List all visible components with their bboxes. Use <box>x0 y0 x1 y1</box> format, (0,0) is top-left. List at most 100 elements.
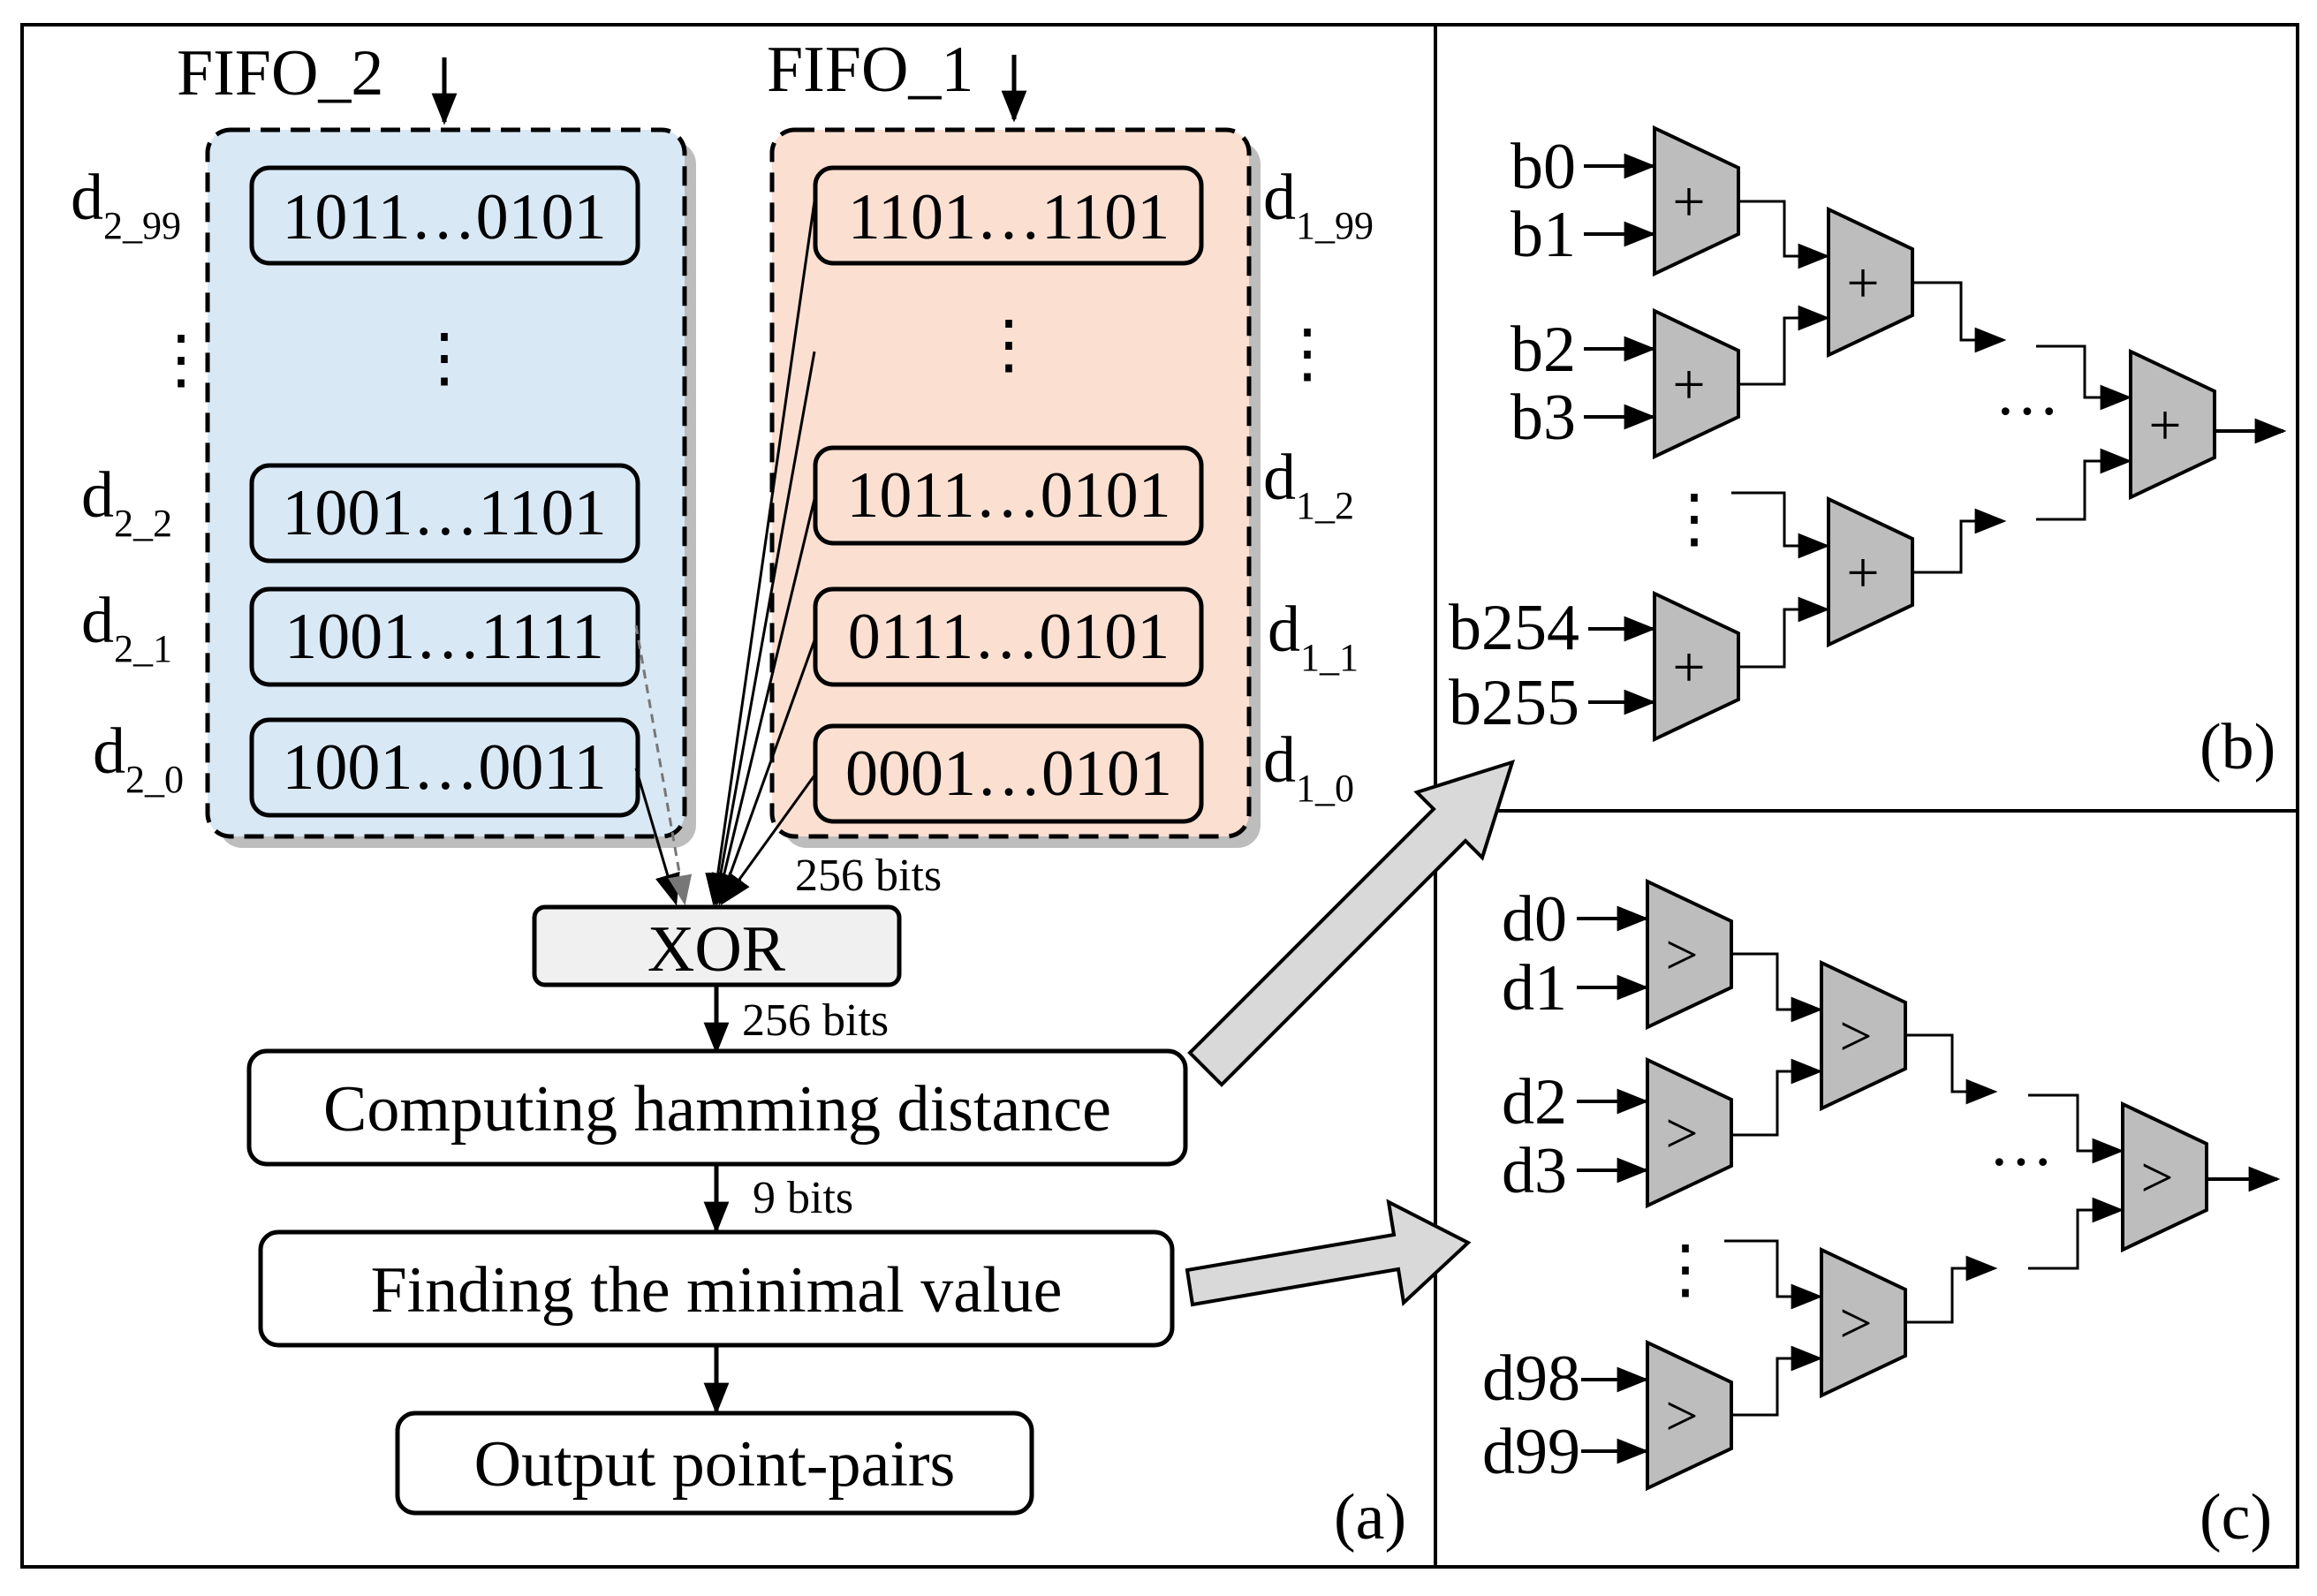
fifo1-row-label: d1_0 <box>1263 724 1354 810</box>
fifo1-cell <box>813 445 1204 546</box>
adder-input-label: b0 <box>1511 131 1576 203</box>
panel-c: > > > > > > d0 d1 d2 d3 d98 d9 <box>1482 878 2281 1554</box>
comparator-vdots: ⋮ <box>1653 1234 1718 1306</box>
adder-input-label: b254 <box>1449 592 1579 664</box>
fifo2-row-label: d2_99 <box>71 162 181 247</box>
comparator-input-label: d2 <box>1502 1066 1567 1138</box>
panel-c-label: (c) <box>2200 1481 2272 1554</box>
adder-input-label: b3 <box>1511 382 1576 454</box>
adder-op-label: + <box>2148 393 2181 458</box>
fifo1-cell <box>813 165 1204 266</box>
fifo2-row: 1001…1111 d2_1 <box>81 585 640 687</box>
fifo1-cell <box>813 586 1204 687</box>
hamming-to-b-callout-arrow <box>1187 759 1516 1087</box>
adder-wiring <box>1731 200 2287 669</box>
comparator-op-label: > <box>1839 1004 1872 1069</box>
adder-unit: + <box>1827 206 1914 359</box>
fifo1-cell-value: 0111…0101 <box>848 601 1170 673</box>
fifo2-row: 1001…0011 d2_0 <box>93 715 640 818</box>
fifo2-row-label: d2_1 <box>81 585 172 670</box>
panel-b-label: (b) <box>2200 711 2275 783</box>
fifo2-label-ellipsis: ⋮ <box>148 324 214 397</box>
output-label: Output point-pairs <box>474 1428 956 1501</box>
fifo-to-xor-lines <box>634 200 816 906</box>
comparator-wiring <box>1724 952 2281 1417</box>
fifo1-cell <box>813 723 1204 824</box>
fifo1-row: 1101…1101 d1_99 <box>813 162 1374 266</box>
fifo1-row: 1011…0101 d1_2 <box>813 442 1354 546</box>
comparator-unit: > <box>2121 1101 2208 1253</box>
comparator-op-label: > <box>1665 923 1698 987</box>
minimal-box <box>258 1229 1175 1348</box>
comparator-unit: > <box>1646 1056 1733 1209</box>
comparator-dots: ··· <box>1988 1126 2054 1199</box>
adder-unit: + <box>1827 495 1914 648</box>
comparator-unit: > <box>1646 1339 1733 1492</box>
comparator-unit: > <box>1820 1246 1907 1399</box>
adder-unit: + <box>1653 307 1740 460</box>
fifo2-cell <box>249 165 640 266</box>
panel-a-label: (a) <box>1334 1481 1406 1554</box>
bits-hd-label: 9 bits <box>753 1173 853 1223</box>
fifo2-ellipsis: ⋮ <box>412 322 477 395</box>
comparator-unit: > <box>1820 959 1907 1112</box>
comparator-op-label: > <box>1839 1291 1872 1356</box>
comparator-input-label: d1 <box>1502 952 1567 1025</box>
adder-input-label: b2 <box>1511 314 1576 386</box>
fifo1-row: 0001…0101 d1_0 <box>813 723 1354 824</box>
fifo1-row: 0111…0101 d1_1 <box>813 586 1359 687</box>
adder-input-label: b1 <box>1511 199 1576 271</box>
fifo2-row: 1001…1101 d2_2 <box>81 459 640 564</box>
comparator-input-label: d99 <box>1482 1416 1580 1488</box>
fifo1-row-label: d1_1 <box>1268 594 1359 679</box>
fifo2-row: 1011…0101 d2_99 <box>71 162 640 266</box>
fifo1-label-ellipsis: ⋮ <box>1275 318 1340 390</box>
fifo1-cell-value: 1011…0101 <box>846 459 1170 532</box>
fifo2-cell <box>249 586 640 687</box>
adder-op-label: + <box>1846 541 1879 605</box>
adder-op-label: + <box>1846 251 1879 315</box>
bits-in-label: 256 bits <box>795 851 942 901</box>
adder-op-label: + <box>1672 170 1705 234</box>
comparator-op-label: > <box>1665 1101 1698 1166</box>
fifo1-row-label: d1_99 <box>1263 162 1374 247</box>
comparator-input-label: d98 <box>1482 1343 1580 1415</box>
adder-op-label: + <box>1672 352 1705 417</box>
fifo1-cell-value: 0001…0101 <box>845 737 1172 810</box>
adder-input-label: b255 <box>1449 667 1579 739</box>
fifo2-cell-value: 1001…1101 <box>282 477 606 549</box>
fifo1-ellipsis: ⋮ <box>976 309 1041 382</box>
fifo2-dashed-line <box>634 624 693 906</box>
adder-dots: ··· <box>1995 375 2060 448</box>
fifo1-row-label: d1_2 <box>1263 442 1354 527</box>
panel-b: + + + + + + b0 b1 b2 b3 <box>1449 125 2287 783</box>
bits-xor-label: 256 bits <box>742 995 889 1046</box>
fifo2-row-label: d2_0 <box>93 715 184 801</box>
fifo1-cell-value: 1101…1101 <box>848 181 1170 253</box>
adder-unit: + <box>1653 590 1740 743</box>
comparator-op-label: > <box>2140 1146 2173 1210</box>
output-box <box>395 1411 1034 1516</box>
adder-op-label: + <box>1672 635 1705 700</box>
minimal-to-c-callout-arrow <box>1185 1199 1472 1307</box>
fifo2-cell-value: 1001…0011 <box>282 731 606 804</box>
fifo2-cell-value: 1011…0101 <box>282 181 606 253</box>
fifo1-title: FIFO_1 <box>767 34 973 106</box>
fifo2-cell-value: 1001…1111 <box>284 601 604 673</box>
comparator-input-label: d3 <box>1502 1135 1567 1207</box>
comparator-input-label: d0 <box>1502 883 1567 956</box>
adder-vdots: ⋮ <box>1662 483 1727 556</box>
xor-label: XOR <box>647 913 786 986</box>
hamming-box <box>246 1048 1188 1167</box>
xor-box <box>532 904 902 987</box>
minimal-label: Finding the minimal value <box>370 1254 1062 1327</box>
fifo2-title: FIFO_2 <box>177 37 383 110</box>
panel-a: FIFO_2 FIFO_1 1011…0101 d2_99 1001…1101 … <box>71 34 1516 1554</box>
fifo2-cell <box>249 463 640 564</box>
adder-unit: + <box>1653 125 1740 277</box>
fifo2-cell <box>249 717 640 818</box>
hamming-label: Computing hamming distance <box>323 1073 1111 1146</box>
adder-unit: + <box>2129 348 2216 501</box>
fifo2-row-label: d2_2 <box>81 459 172 545</box>
